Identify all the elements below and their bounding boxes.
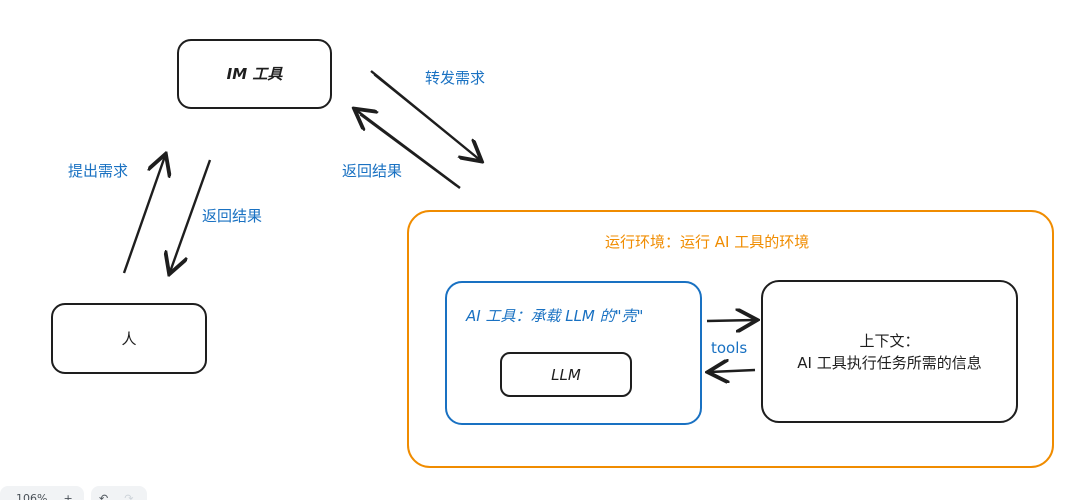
zoom-in-button[interactable]: + xyxy=(63,491,73,500)
im-tool-label: IM 工具 xyxy=(226,65,283,83)
zoom-toolbar: 106% + xyxy=(0,486,84,500)
label-forward-request: 转发需求 xyxy=(425,69,486,87)
arrow-tools-in xyxy=(710,370,756,372)
label-tools: tools xyxy=(711,339,748,357)
arrow-return-result-left xyxy=(170,159,212,272)
history-toolbar: ↶ ↷ xyxy=(91,486,147,500)
arrow-return-result-right xyxy=(356,110,461,189)
ai-tool-frame xyxy=(445,281,702,425)
im-tool-box[interactable]: IM 工具 xyxy=(177,39,332,109)
arrow-submit-request xyxy=(122,156,165,274)
llm-label: LLM xyxy=(551,365,581,384)
llm-box[interactable]: LLM xyxy=(500,352,632,397)
label-submit-request: 提出需求 xyxy=(68,162,129,180)
redo-button[interactable]: ↷ xyxy=(124,491,134,500)
undo-button[interactable]: ↶ xyxy=(99,491,109,500)
person-label: 人 xyxy=(121,329,137,348)
runtime-environment-frame xyxy=(407,210,1054,468)
label-return-result-right: 返回结果 xyxy=(342,162,403,180)
label-ai-tool: AI 工具：承载 LLM 的"壳" xyxy=(466,307,644,325)
context-box[interactable]: 上下文： AI 工具执行任务所需的信息 xyxy=(761,280,1018,423)
person-box[interactable]: 人 xyxy=(51,303,207,374)
label-runtime-environment: 运行环境：运行 AI 工具的环境 xyxy=(605,233,810,251)
zoom-level[interactable]: 106% xyxy=(16,491,48,500)
arrow-tools-out xyxy=(706,320,755,321)
label-return-result-left: 返回结果 xyxy=(202,207,263,225)
context-body: AI 工具执行任务所需的信息 xyxy=(797,353,982,372)
context-title: 上下文： xyxy=(859,331,920,350)
